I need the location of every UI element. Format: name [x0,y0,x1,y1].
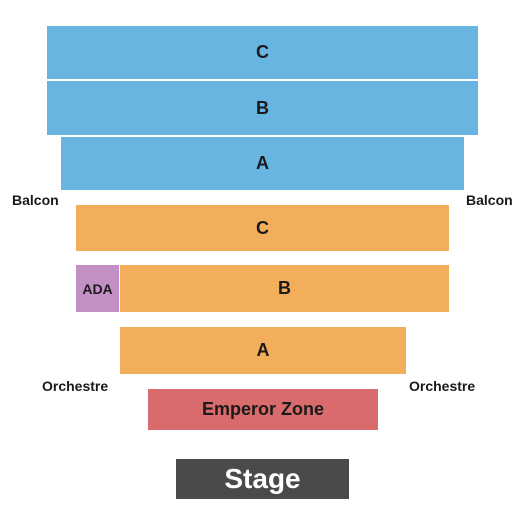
orchestra-label-left: Orchestre [42,378,109,394]
balcony-section-a[interactable]: A [61,137,464,190]
orchestra-label-right: Orchestre [409,378,476,394]
balcony-section-c[interactable]: C [47,26,478,79]
stage-label: Stage [224,463,301,494]
emperor-zone-label: Emperor Zone [201,399,325,419]
orchestra-section-c-label: C [256,217,269,238]
orchestra-section-a[interactable]: A [120,327,406,374]
ada-section-label: ADA [82,280,113,297]
balcony-section-c-label: C [256,42,269,62]
orchestra-section-b[interactable]: B [120,265,449,312]
emperor-zone-section[interactable]: Emperor Zone [148,389,378,430]
orchestra-section-b-label: B [278,278,291,298]
orchestra-section-a-label: A [256,340,270,360]
balcony-section-a-label: A [256,153,269,173]
stage: Stage [176,459,349,499]
orchestra-section-c[interactable]: C [76,205,449,251]
ada-section[interactable]: ADA [76,265,119,312]
balcony-label-left: Balcon [12,192,59,208]
balcony-section-b-label: B [256,97,269,118]
balcony-section-b[interactable]: B [47,81,478,135]
balcony-label-right: Balcon [466,192,513,208]
